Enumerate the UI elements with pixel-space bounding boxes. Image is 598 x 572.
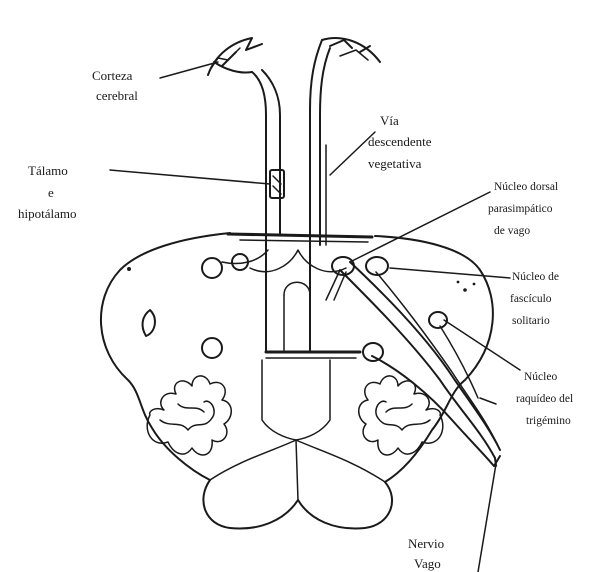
label-nucleo-fasciculo: Núcleo de fascículo solitario [510,271,559,327]
label-corteza-line2: cerebral [96,88,138,103]
label-nucdorsal-line3: de vago [494,225,530,237]
label-via-line3: vegetativa [368,156,422,171]
label-talamo-line2: e [48,185,54,200]
label-nucraq-line3: trigémino [526,415,571,427]
label-via-descendente: Vía descendente vegetativa [368,113,432,171]
label-via-line2: descendente [368,134,432,149]
label-nucfasc-line1: Núcleo de [512,271,559,283]
label-nucdorsal-line2: parasimpático [488,203,553,215]
label-nucraq-line1: Núcleo [524,371,557,383]
label-via-line1: Vía [380,113,399,128]
medulla-outline [101,233,493,528]
label-talamo-line1: Tálamo [28,163,68,178]
label-nucraq-line2: raquídeo del [516,393,573,405]
label-nucfasc-line2: fascículo [510,293,552,305]
label-nucfasc-line3: solitario [512,315,550,327]
descending-tracts [252,40,330,352]
olivary-nuclei [147,376,443,455]
cerebral-cortex [208,38,380,75]
label-talamo: Tálamo e hipotálamo [18,163,77,221]
leader-lines [110,62,520,572]
label-nervio-line2: Vago [414,556,441,571]
label-nucleo-raquideo: Núcleo raquídeo del trigémino [516,371,573,427]
label-corteza-line1: Corteza [92,68,133,83]
thalamus-box [270,170,284,198]
central-column [222,250,346,440]
label-corteza: Corteza cerebral [92,68,138,103]
label-nucdorsal-line1: Núcleo dorsal [494,181,558,193]
label-nervio-line1: Nervio [408,536,444,551]
label-nucleo-dorsal: Núcleo dorsal parasimpático de vago [488,181,558,237]
label-talamo-line3: hipotálamo [18,206,77,221]
label-nervio-vago: Nervio Vago [408,536,444,571]
